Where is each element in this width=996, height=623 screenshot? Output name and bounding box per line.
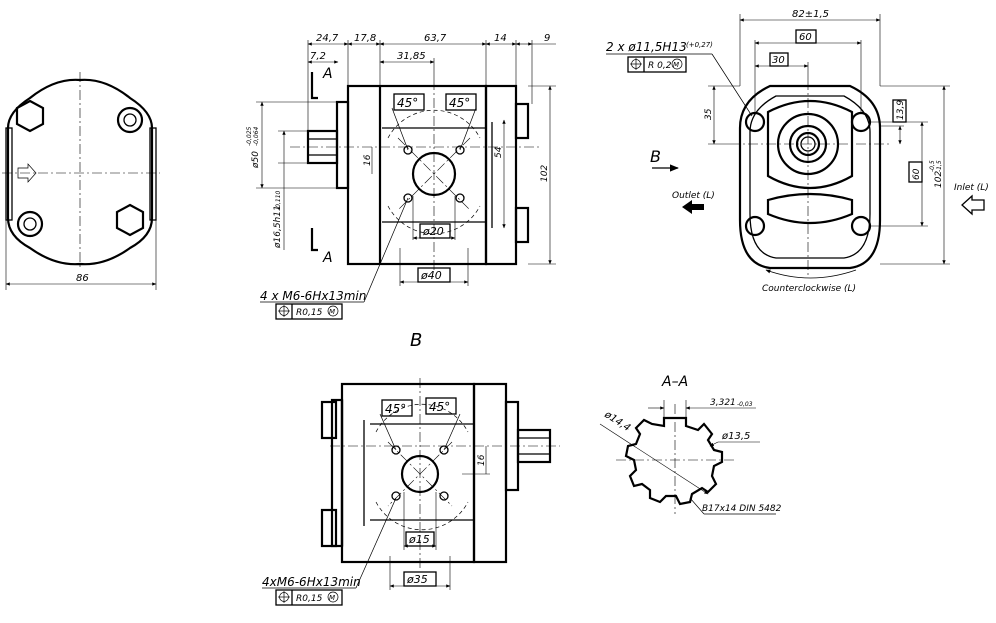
section-title: A–A <box>661 374 688 390</box>
section-dim-phi13-5: ø13,5 <box>721 431 750 442</box>
section-dim-3-321: 3,321 <box>710 398 736 408</box>
front-modifier: M <box>329 308 335 316</box>
inlet-label: Inlet (L) <box>954 183 989 193</box>
right-dim-102-tol-top: -0,5 <box>929 160 936 172</box>
inlet-arrow-icon <box>961 194 985 216</box>
right-dim-13-9: 13,9 <box>896 100 906 120</box>
outlet-arrow-icon <box>682 200 704 214</box>
section-dim-3-321-tol: -0,03 <box>737 401 753 408</box>
front-dim-phi16-5-tol: -0,110 <box>275 190 282 210</box>
rotation-label: Counterclockwise (L) <box>762 284 856 294</box>
left-width-dim: 86 <box>76 273 89 284</box>
bottom-dim-16: 16 <box>477 454 487 466</box>
section-mark-bottom: A <box>322 250 333 266</box>
front-dim-14: 14 <box>494 33 507 44</box>
section-mark-top: A <box>322 66 333 82</box>
right-position-tol: R 0,2 <box>648 61 672 71</box>
front-view: A A 24,7 17,8 63,7 14 9 7,2 31,85 ø50 -0… <box>246 33 556 320</box>
right-dim-60-side: 60 <box>912 168 922 180</box>
front-dim-54: 54 <box>494 146 504 158</box>
right-dim-60-top: 60 <box>799 32 812 43</box>
right-dim-35: 35 <box>704 108 714 120</box>
right-hole-tol: (+0,27) <box>686 41 713 49</box>
section-view: A–A 3,321 -0,03 ø14,4 ø13,5 B17x14 DIN 5… <box>599 374 782 515</box>
front-dim-16: 16 <box>363 154 373 166</box>
bottom-view: 45° 45° 16 ø15 ø35 4xM6-6Hx13min R0,15 M <box>262 378 560 606</box>
front-dim-24-7: 24,7 <box>316 33 339 44</box>
front-dim-63-7: 63,7 <box>424 33 447 44</box>
front-dim-102: 102 <box>540 165 550 182</box>
right-dim-30: 30 <box>772 55 785 66</box>
front-dim-17-8: 17,8 <box>354 33 376 44</box>
bottom-position-tol: R0,15 <box>296 594 323 604</box>
front-dim-31-85: 31,85 <box>397 51 426 62</box>
section-spline-note: B17x14 DIN 5482 <box>702 504 782 514</box>
bottom-thread-note: 4xM6-6Hx13min <box>262 575 361 589</box>
right-hole-note: 2 x ø11,5H13 <box>606 40 687 54</box>
front-thread-note: 4 x M6-6Hx13min <box>260 289 366 303</box>
view-b-title: B <box>410 330 422 351</box>
section-dim-phi14-4: ø14,4 <box>602 409 633 434</box>
front-position-tol: R0,15 <box>296 308 323 318</box>
front-angle-left: 45° <box>397 96 418 110</box>
outlet-label: Outlet (L) <box>672 191 715 201</box>
front-dim-phi20: ø20 <box>422 225 444 238</box>
left-view: 86 <box>2 72 160 290</box>
front-dim-9: 9 <box>544 33 550 44</box>
right-dim-82: 82±1,5 <box>792 9 829 20</box>
bottom-modifier: M <box>329 594 335 602</box>
front-dim-phi50: ø50 <box>251 151 261 169</box>
bottom-angle-left: 45° <box>385 402 406 416</box>
view-b-arrow-label: B <box>650 147 661 166</box>
front-dim-phi50-tol-top: -0,025 <box>246 126 253 146</box>
right-modifier: M <box>673 61 679 69</box>
bottom-angle-right: 45° <box>429 400 450 414</box>
front-angle-right: 45° <box>449 96 470 110</box>
front-dim-phi50-tol-bottom: -0,064 <box>253 126 260 146</box>
front-dim-phi40: ø40 <box>420 269 442 282</box>
bottom-dim-phi35: ø35 <box>406 573 428 586</box>
right-dim-102: 102 <box>934 171 944 188</box>
right-dim-102-tol-bottom: -1,5 <box>936 160 943 172</box>
front-dim-phi16-5: ø16,5h11 <box>273 205 283 249</box>
right-view: 82±1,5 60 30 2 x ø11,5H13 (+0,27) R 0,2 … <box>606 9 989 294</box>
bottom-dim-phi15: ø15 <box>408 533 430 546</box>
front-dim-7-2: 7,2 <box>310 51 326 62</box>
